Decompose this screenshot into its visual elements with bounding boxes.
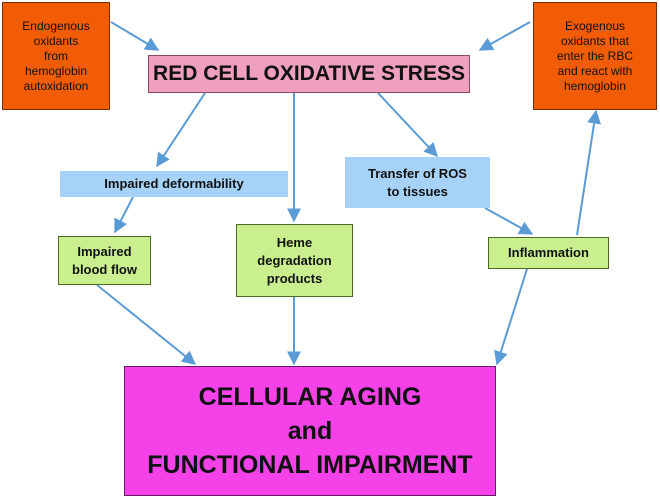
arrow-inflammation-to-aging — [494, 268, 528, 366]
node-endogenous-oxidants: Endogenous oxidants from hemoglobin auto… — [2, 2, 110, 110]
arrow-exogenous-to-stress — [478, 21, 531, 51]
arrow-stress-to-ros — [377, 92, 438, 158]
node-impaired-deformability: Impaired deformability — [60, 171, 288, 197]
node-impaired-blood-flow: Impaired blood flow — [58, 236, 151, 285]
node-exogenous-oxidants: Exogenous oxidants that enter the RBC an… — [533, 2, 657, 110]
node-cellular-aging: CELLULAR AGING and FUNCTIONAL IMPAIRMENT — [124, 366, 496, 496]
arrow-inflammation-to-exogenous — [576, 109, 602, 236]
arrow-bloodflow-to-aging — [96, 284, 197, 365]
arrow-deformability-to-bloodflow — [114, 196, 134, 234]
arrow-endogenous-to-stress — [110, 21, 160, 51]
node-inflammation: Inflammation — [488, 237, 609, 269]
node-red-cell-oxidative-stress: RED CELL OXIDATIVE STRESS — [148, 55, 470, 93]
arrow-ros-to-inflammation — [484, 207, 534, 235]
node-heme-degradation-products: Heme degradation products — [236, 224, 353, 297]
node-transfer-of-ros: Transfer of ROS to tissues — [345, 157, 490, 208]
arrow-stress-to-deformability — [156, 92, 206, 168]
